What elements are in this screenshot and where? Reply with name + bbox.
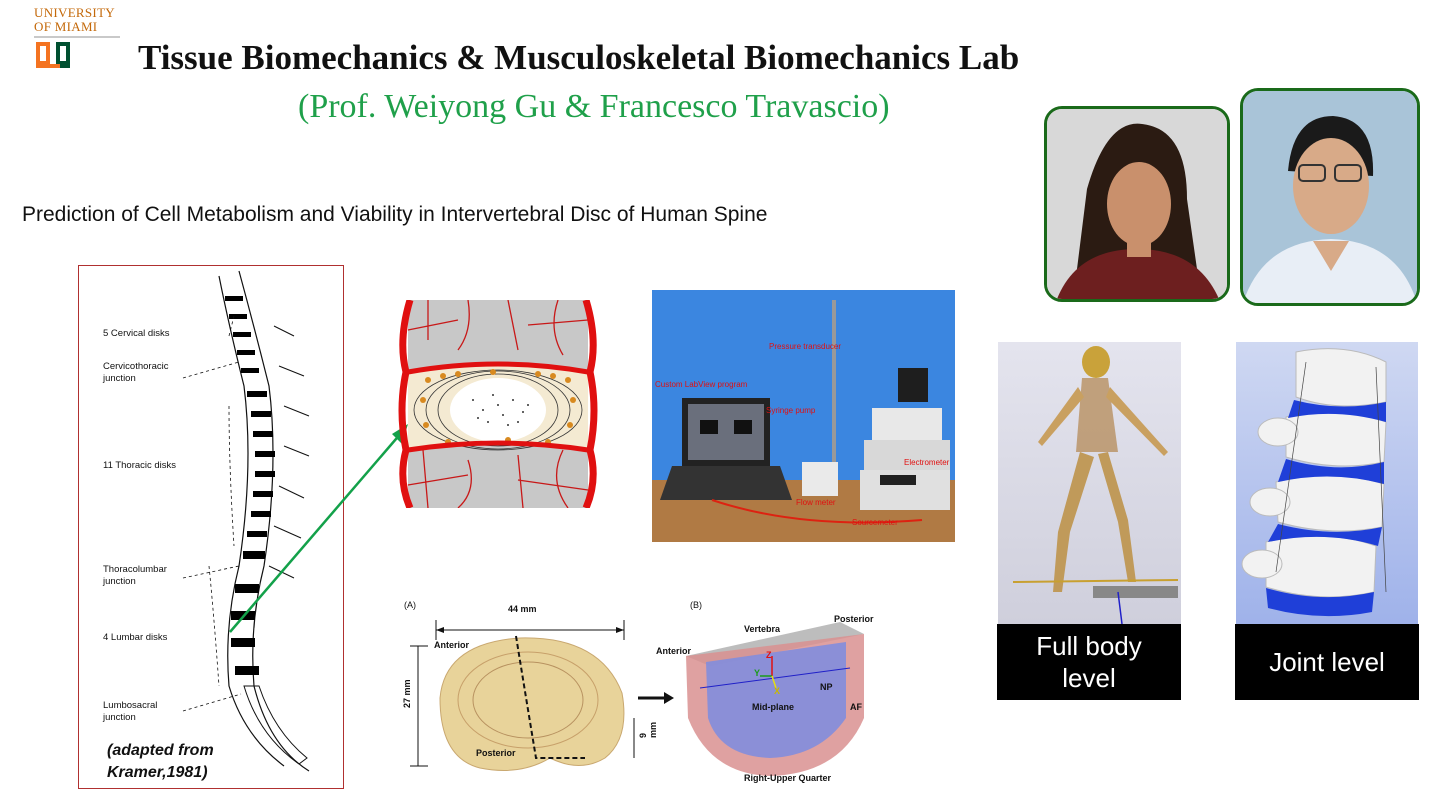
full-body-level-label: Full body level [997,624,1181,700]
af-label: AF [850,702,862,712]
spine-label-lumbar: 4 Lumbar disks [103,632,168,643]
spine-label-cervical: 5 Cervical disks [103,328,170,339]
y-axis-label: Y [754,668,761,678]
lab-label-flowmeter: Flow meter [796,498,836,507]
anterior-label-a: Anterior [434,640,470,650]
page-subtitle: (Prof. Weiyong Gu & Francesco Travascio) [298,88,890,125]
lab-label-labview: Custom LabView program [655,380,748,389]
np-label: NP [820,682,833,692]
section-heading: Prediction of Cell Metabolism and Viabil… [22,203,768,226]
vertebra-label: Vertebra [744,624,781,634]
lab-label-sourcemeter: Sourcemeter [852,518,898,527]
logo-divider [34,36,120,38]
quarter-label: Right-Upper Quarter [744,773,832,783]
mid-plane-label: Mid-plane [752,702,794,712]
posterior-label-a: Posterior [476,748,516,758]
disc-model-figure: (B) Vertebra Posterior Anterior NP AF Mi… [656,598,880,788]
lab-label-pressure: Pressure transducer [769,342,842,351]
spine-label-thoracic: 11 Thoracic disks [103,460,177,471]
x-axis-label: X [774,686,781,696]
university-name: UNIVERSITY OF MIAMI [34,5,115,34]
disc-photo-figure: (A) 44 mm Anterior Posterior 27 mm 9 mm [400,598,660,788]
panel-label-a: (A) [404,600,416,610]
joint-model-image [1236,342,1418,624]
full-body-model-image [998,342,1181,624]
lab-label-electrometer: Electrometer [904,458,950,467]
joint-level-label: Joint level [1235,624,1419,700]
width-dimension: 44 mm [508,604,537,614]
page-title: Tissue Biomechanics & Musculoskeletal Bi… [138,38,1020,77]
z-axis-label: Z [766,650,772,660]
lab-setup-photo: Pressure transducer Custom LabView progr… [652,290,955,542]
anterior-label-b: Anterior [656,646,692,656]
lab-label-syringe: Syringe pump [766,406,816,415]
disc-cross-section [398,298,598,510]
portrait-photo-travascio [1044,106,1230,302]
u-logo-icon [36,42,70,68]
height-dimension: 27 mm [402,679,412,708]
zoom-arrow-icon [229,424,408,633]
posterior-label-b: Posterior [834,614,874,624]
portrait-photo-gu [1240,88,1420,306]
right-arrow-icon [638,692,674,704]
depth-dimension: 9 mm [638,721,658,738]
panel-label-b: (B) [690,600,702,610]
